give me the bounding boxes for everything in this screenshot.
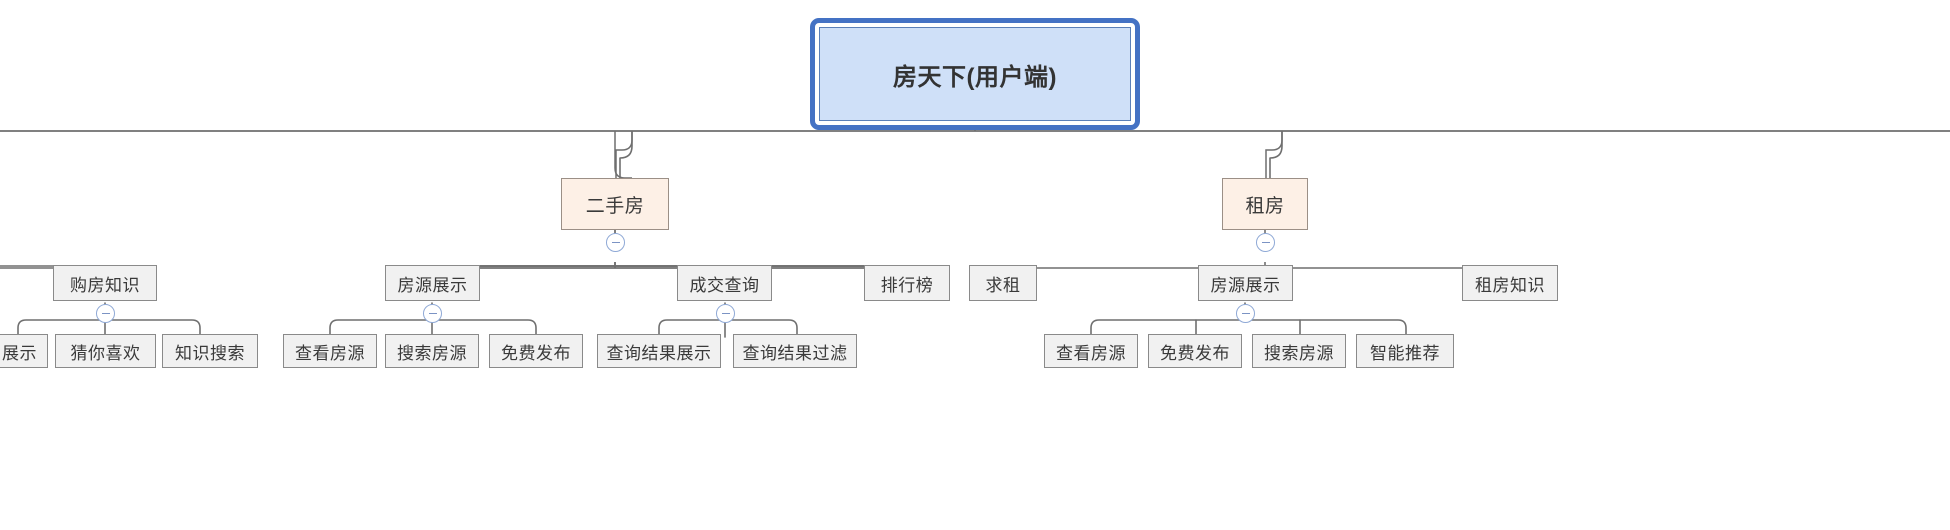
minus-icon [611, 241, 620, 244]
toggle-collapse-chengjiaochaxun[interactable] [716, 304, 735, 323]
node-root-fangtianxia[interactable]: 房天下(用户端) [819, 27, 1131, 121]
node-chengjiaochaxun[interactable]: 成交查询 [677, 265, 772, 301]
root-selection-outline [810, 18, 1140, 130]
toggle-collapse-fangyuanzhanshi-zufang[interactable] [1236, 304, 1255, 323]
node-category-ershoufang[interactable]: 二手房 [561, 178, 669, 230]
minus-icon [428, 312, 437, 315]
node-label: 免费发布 [1160, 343, 1230, 363]
node-leaf-sousuofangyuan-ershoufang[interactable]: 搜索房源 [385, 334, 479, 368]
node-leaf-chakanfangyuan-zufang[interactable]: 查看房源 [1044, 334, 1138, 368]
toggle-collapse-goufangzhishi[interactable] [96, 304, 115, 323]
node-paihangbang[interactable]: 排行榜 [864, 265, 950, 301]
node-label: 查看房源 [1056, 343, 1126, 363]
node-label: 免费发布 [501, 343, 571, 363]
node-qiuzu[interactable]: 求租 [969, 265, 1037, 301]
node-label: 房天下(用户端) [893, 63, 1057, 91]
node-label: 排行榜 [880, 275, 934, 295]
node-label: 查询结果过滤 [742, 343, 848, 363]
toggle-collapse-zufang[interactable] [1256, 233, 1275, 252]
node-label: 租房 [1245, 195, 1285, 217]
node-category-zufang[interactable]: 租房 [1222, 178, 1308, 230]
toggle-collapse-ershoufang[interactable] [606, 233, 625, 252]
node-label: 知识搜索 [175, 343, 245, 363]
node-goufangzhishi[interactable]: 购房知识 [53, 265, 157, 301]
node-zufangzhishi[interactable]: 租房知识 [1462, 265, 1558, 301]
node-label: 搜索房源 [1264, 343, 1334, 363]
node-leaf-zhishisousuo[interactable]: 知识搜索 [162, 334, 258, 368]
node-leaf-zhanshi-clipped[interactable]: 展示 [0, 334, 48, 368]
node-leaf-zhinengtuijian[interactable]: 智能推荐 [1356, 334, 1454, 368]
node-leaf-sousuofangyuan-zufang[interactable]: 搜索房源 [1252, 334, 1346, 368]
node-fangyuanzhanshi-ershoufang[interactable]: 房源展示 [385, 265, 480, 301]
node-label: 求租 [985, 275, 1021, 295]
node-label: 成交查询 [689, 275, 760, 295]
minus-icon [1261, 241, 1270, 244]
node-leaf-chaxunjieguoguolv[interactable]: 查询结果过滤 [733, 334, 857, 368]
node-label: 二手房 [585, 195, 645, 217]
node-leaf-mianfeifabu-zufang[interactable]: 免费发布 [1148, 334, 1242, 368]
node-label: 展示 [2, 343, 37, 363]
toggle-collapse-fangyuanzhanshi-ershoufang[interactable] [423, 304, 442, 323]
root-selection-inner-ring [816, 24, 1134, 124]
node-label: 租房知识 [1475, 275, 1545, 295]
node-label: 猜你喜欢 [70, 343, 141, 363]
node-label: 搜索房源 [397, 343, 467, 363]
node-label: 购房知识 [70, 275, 140, 295]
minus-icon [1241, 312, 1250, 315]
node-leaf-chaxunjieguozhanshi[interactable]: 查询结果展示 [597, 334, 721, 368]
node-label: 房源展示 [397, 275, 468, 295]
minus-icon [101, 312, 110, 315]
node-leaf-cainixihuan[interactable]: 猜你喜欢 [55, 334, 156, 368]
node-label: 智能推荐 [1370, 343, 1440, 363]
node-fangyuanzhanshi-zufang[interactable]: 房源展示 [1198, 265, 1293, 301]
node-label: 查看房源 [295, 343, 365, 363]
minus-icon [721, 312, 730, 315]
node-label: 查询结果展示 [606, 343, 712, 363]
node-label: 房源展示 [1210, 275, 1281, 295]
node-leaf-mianfeifabu-ershoufang[interactable]: 免费发布 [489, 334, 583, 368]
node-leaf-chakanfangyuan-ershoufang[interactable]: 查看房源 [283, 334, 377, 368]
